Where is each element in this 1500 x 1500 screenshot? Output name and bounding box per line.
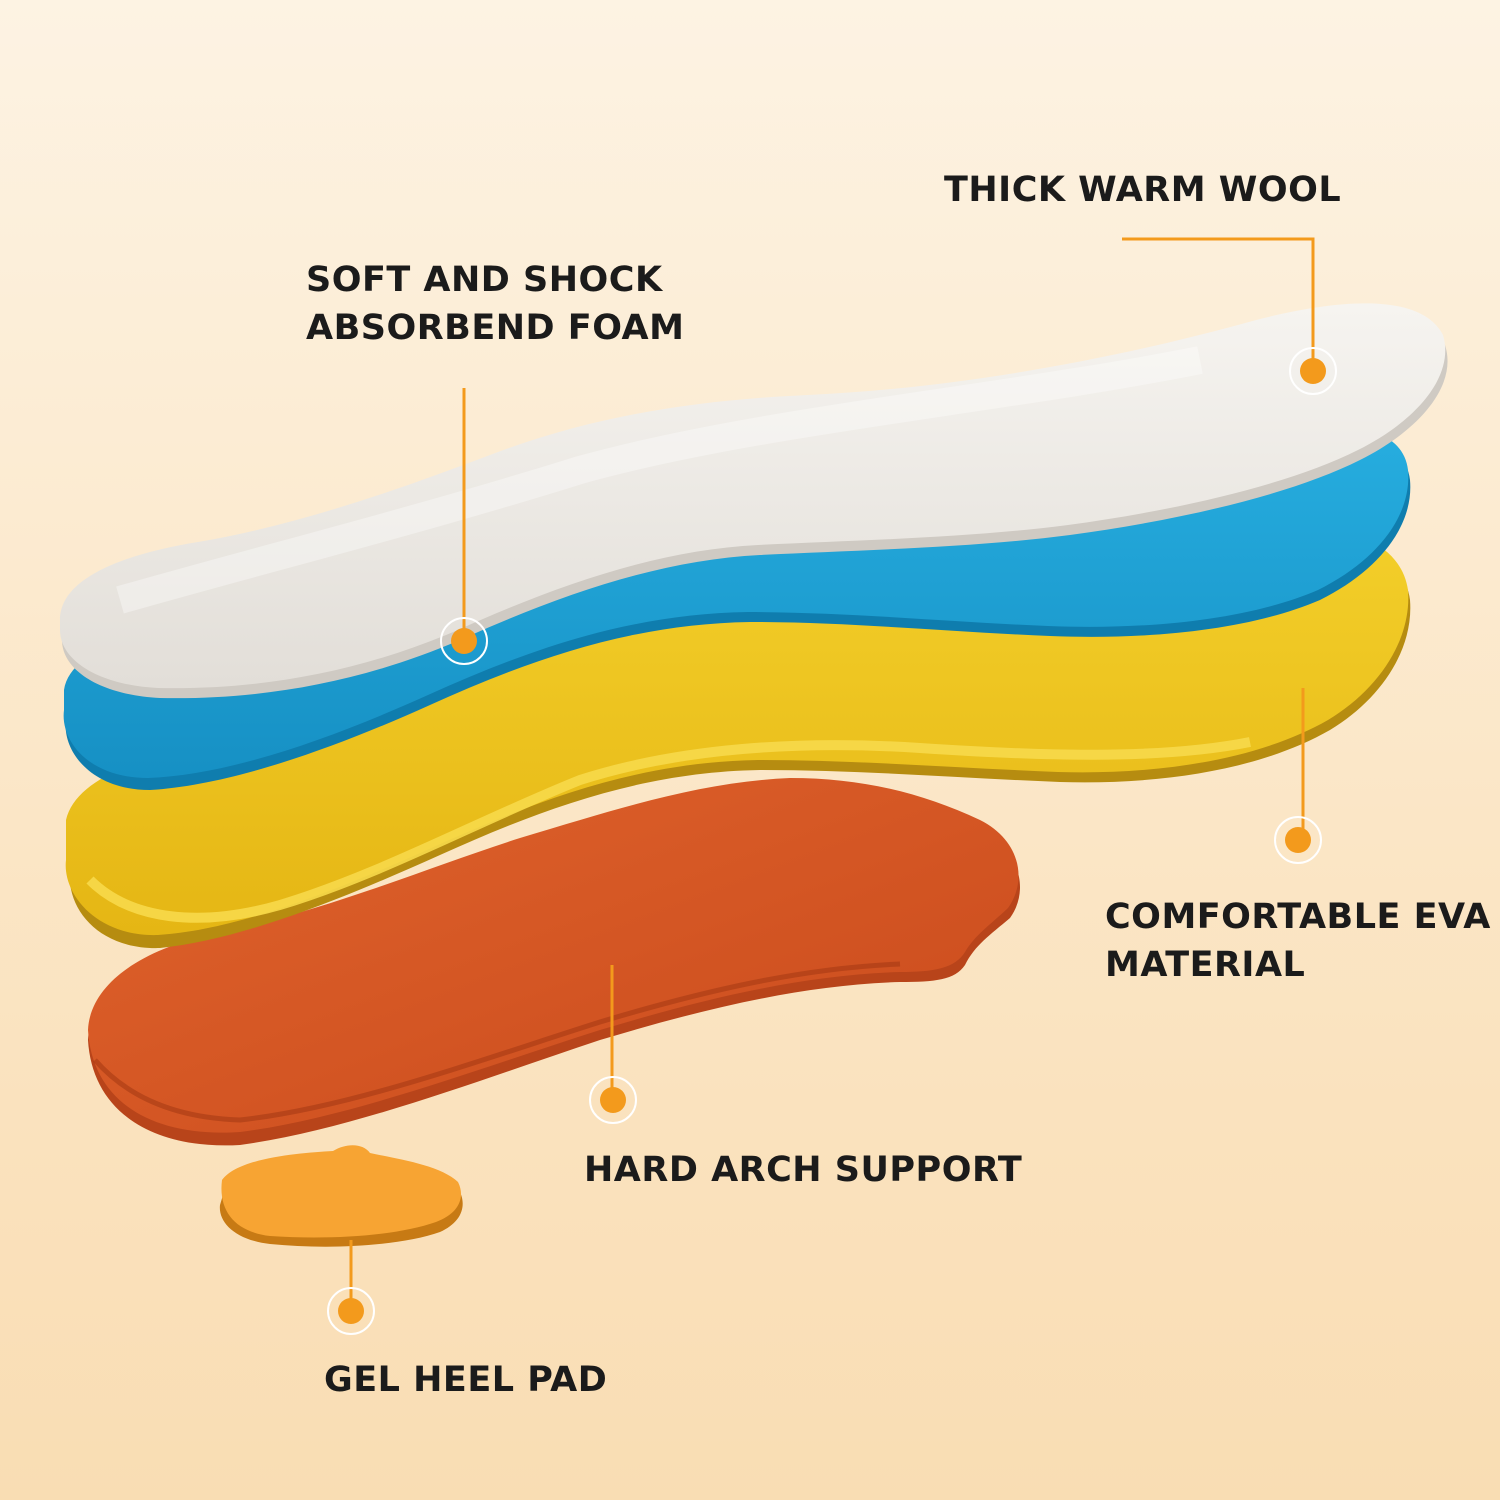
marker-eva xyxy=(1274,816,1322,864)
label-thick-warm-wool: THICK WARM WOOL xyxy=(944,166,1341,214)
label-comfortable-eva-material: COMFORTABLE EVA MATERIAL xyxy=(1105,893,1491,989)
gel-heel-pad xyxy=(219,1145,463,1247)
callout-line-foam xyxy=(440,388,488,665)
wool-layer xyxy=(60,303,1448,699)
callout-line-eva xyxy=(1274,688,1322,864)
label-eva-line2: MATERIAL xyxy=(1105,945,1306,985)
marker-foam xyxy=(440,617,488,665)
label-foam-line2: ABSORBEND FOAM xyxy=(306,308,685,348)
marker-arch xyxy=(589,1076,637,1124)
callout-line-heel xyxy=(327,1240,375,1335)
label-soft-shock-absorbend-foam: SOFT AND SHOCK ABSORBEND FOAM xyxy=(306,256,684,352)
label-wool-text: THICK WARM WOOL xyxy=(944,170,1342,210)
marker-heel xyxy=(327,1287,375,1335)
label-gel-heel-pad: GEL HEEL PAD xyxy=(324,1356,607,1404)
label-heel-text: GEL HEEL PAD xyxy=(324,1360,608,1400)
hard-arch-support xyxy=(88,778,1020,1146)
label-eva-line1: COMFORTABLE EVA xyxy=(1105,897,1491,937)
marker-wool xyxy=(1289,347,1337,395)
label-foam-line1: SOFT AND SHOCK xyxy=(306,260,663,300)
label-arch-text: HARD ARCH SUPPORT xyxy=(584,1150,1023,1190)
label-hard-arch-support: HARD ARCH SUPPORT xyxy=(584,1146,1022,1194)
callout-line-arch xyxy=(589,965,637,1124)
callout-line-wool xyxy=(1122,237,1337,395)
